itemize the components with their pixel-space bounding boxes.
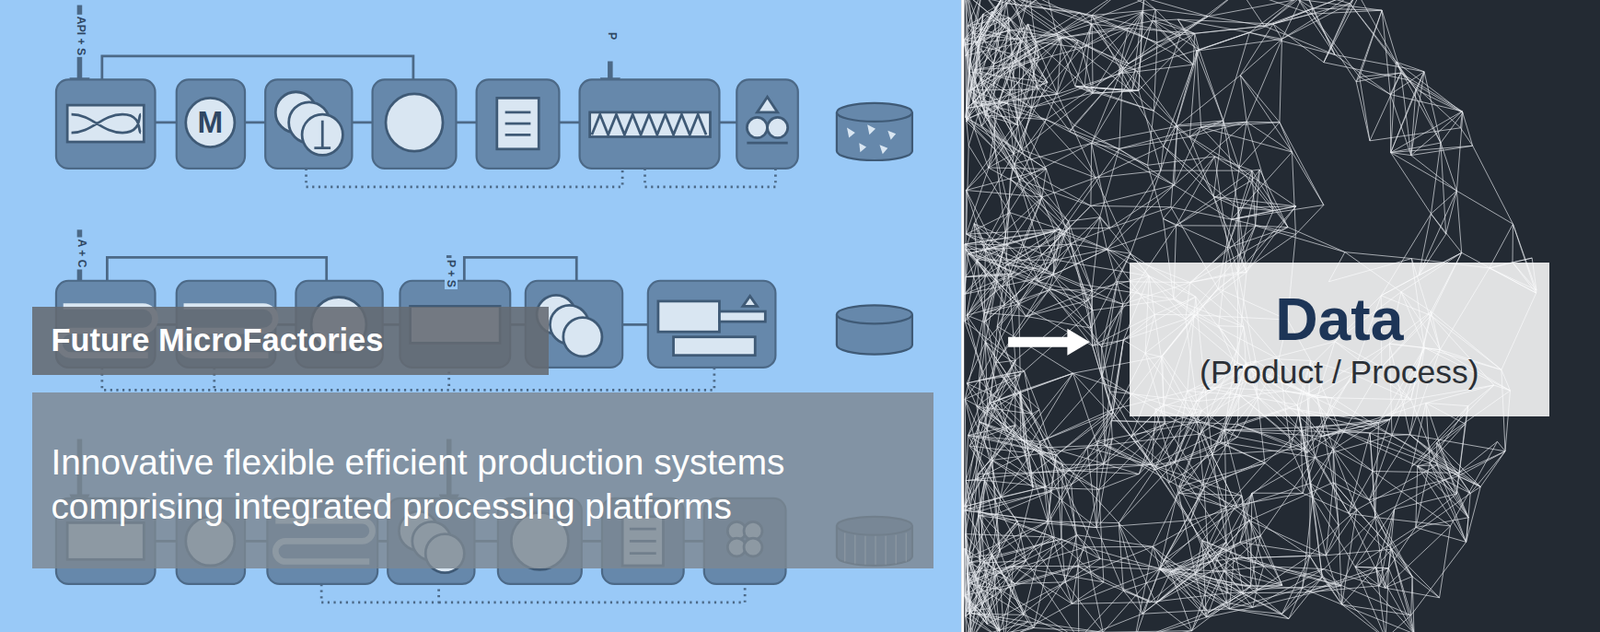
input-label: A + C	[74, 236, 88, 269]
description-band: Innovative flexible efficient production…	[32, 392, 934, 569]
title-band: Future MicroFactories	[32, 306, 549, 375]
input-label: P + S	[444, 257, 458, 290]
flow-arrow	[1008, 328, 1090, 356]
data-box: Data(Product / Process)	[1129, 262, 1550, 417]
motor-letter: M	[197, 104, 223, 140]
node-subtext: (Product / Process)	[1138, 352, 1541, 393]
node-heading: Future MicroFactories	[50, 321, 549, 360]
input-label: P	[605, 30, 619, 42]
left-panel	[0, 0, 962, 632]
divider	[961, 0, 964, 632]
node-heading: Innovative flexible efficient production…	[50, 440, 916, 528]
input-label: API + S	[74, 14, 88, 58]
node-heading: Data	[1138, 287, 1541, 353]
